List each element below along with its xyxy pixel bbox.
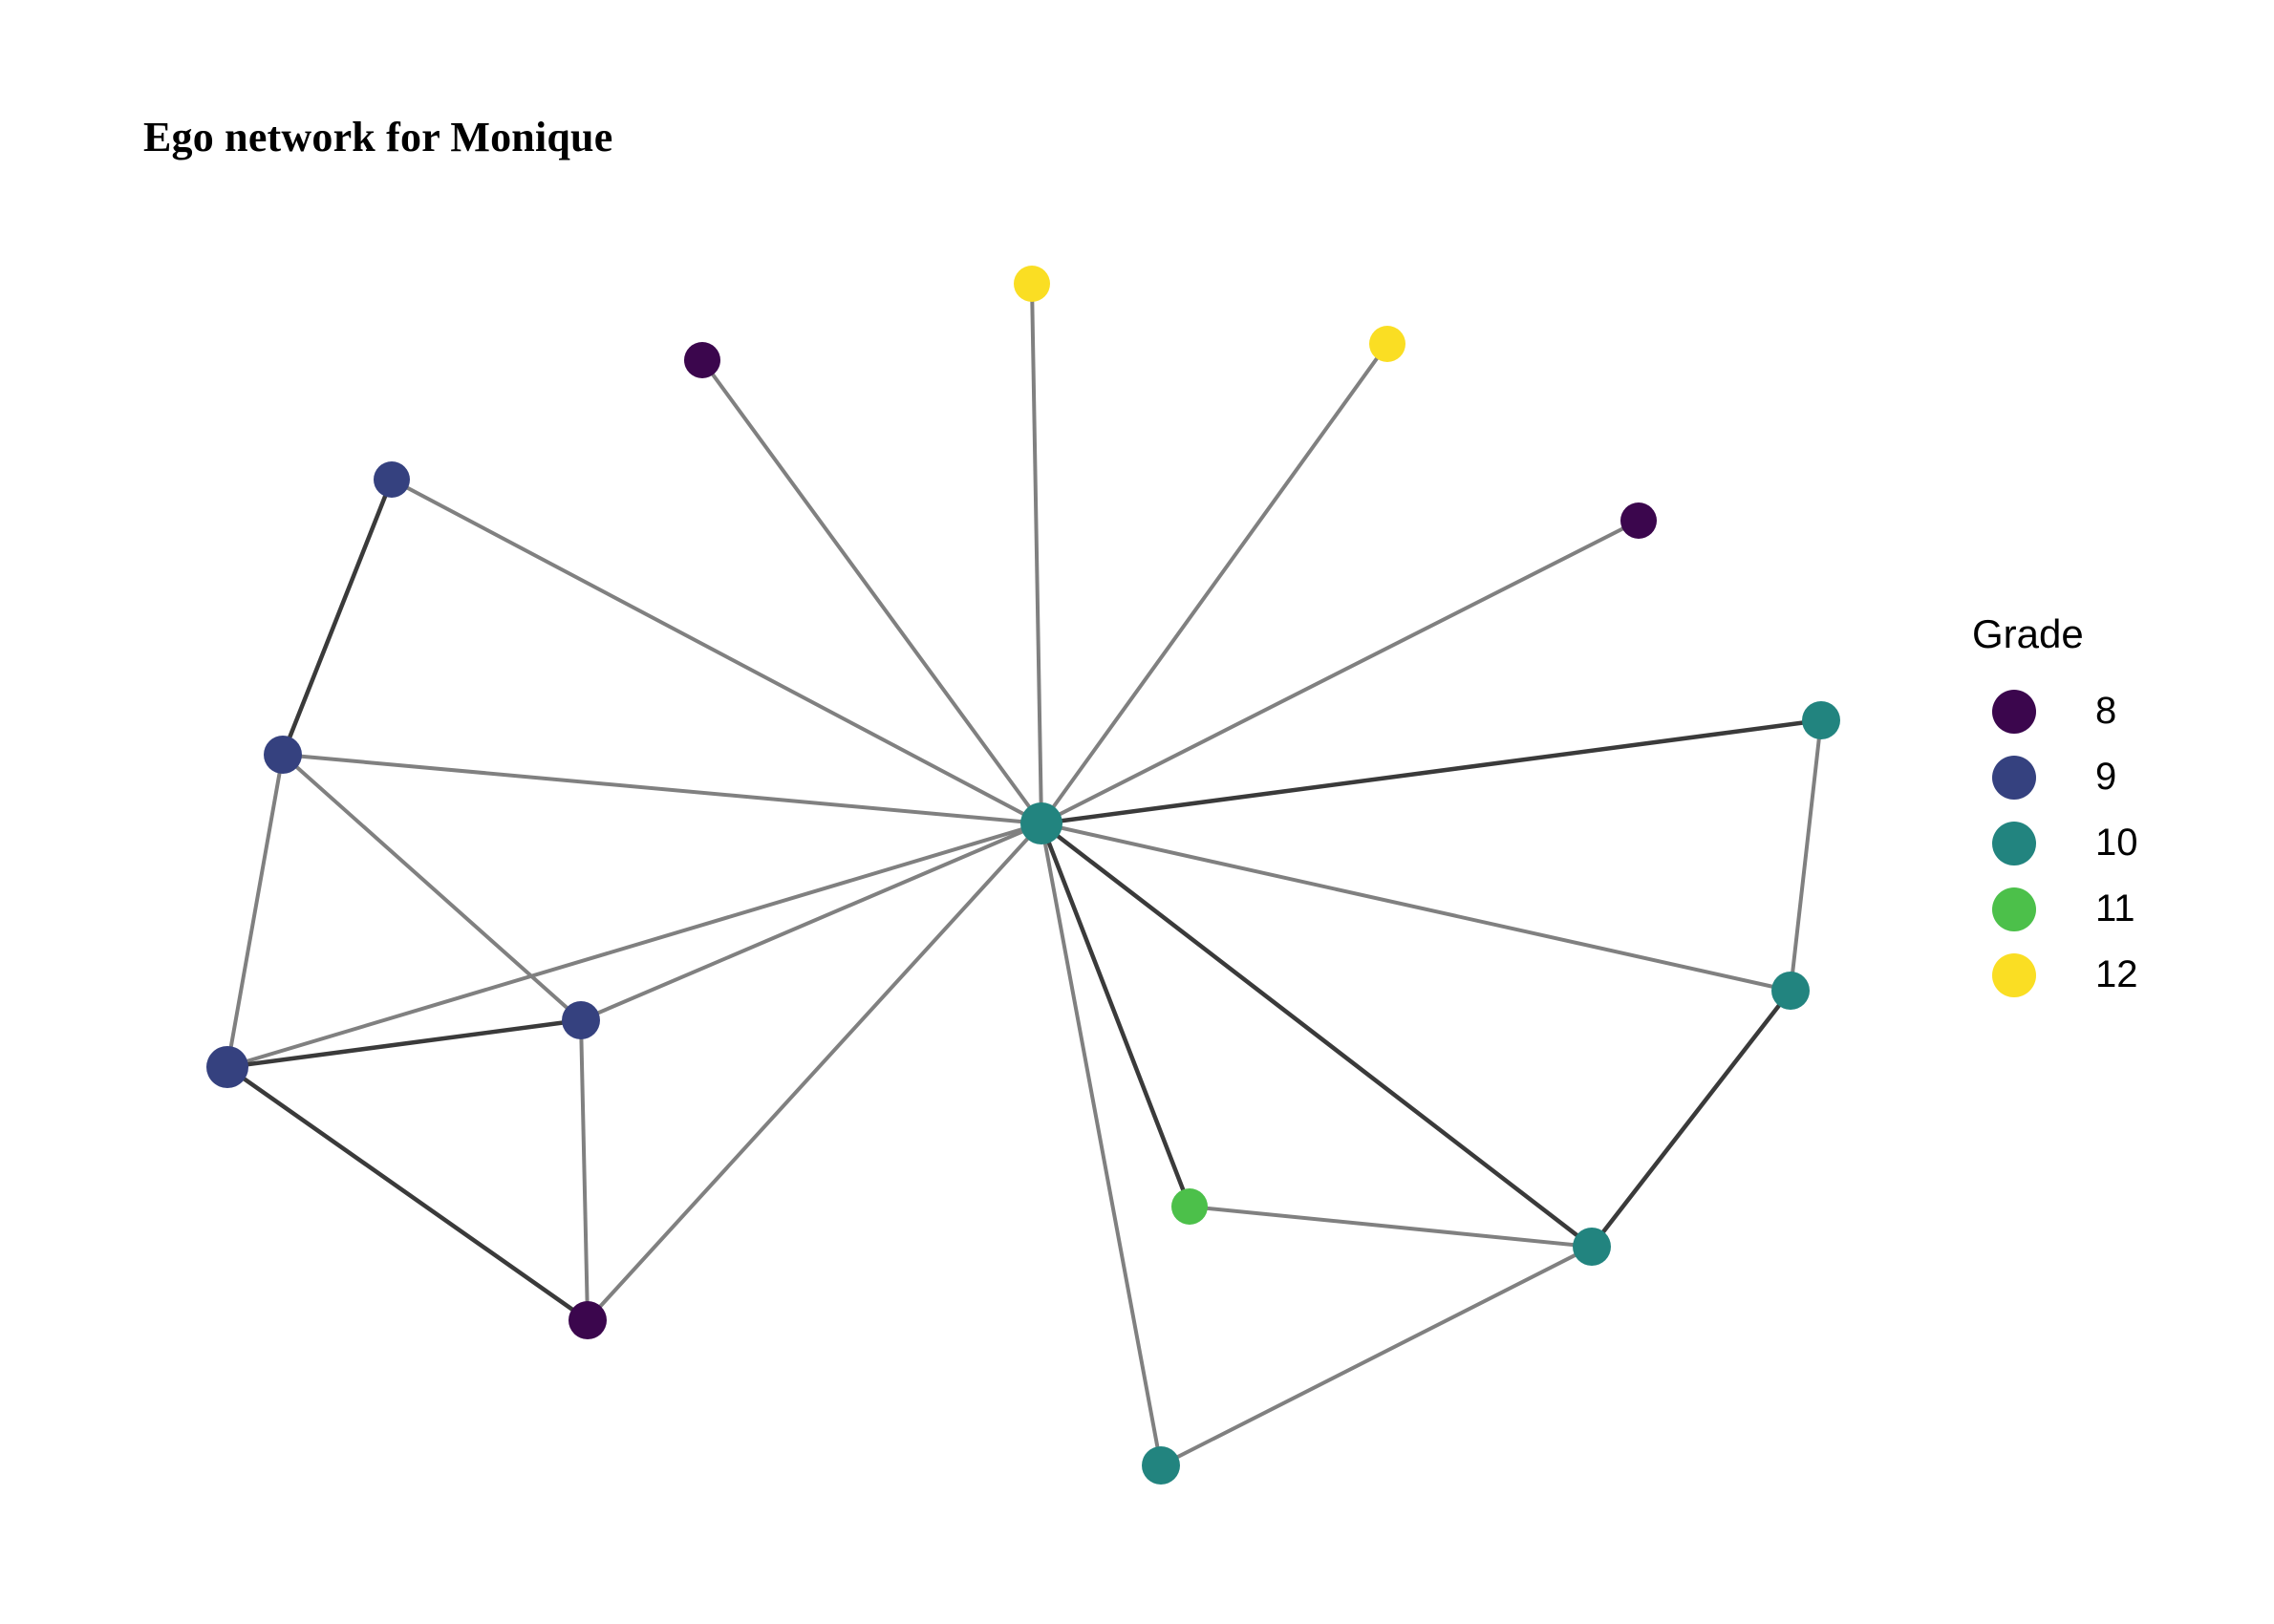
edge-layer [225, 282, 1824, 1467]
network-node[interactable] [1620, 502, 1657, 539]
legend-label: 11 [2095, 887, 2135, 930]
network-node[interactable] [1369, 326, 1405, 362]
network-edge [1589, 988, 1793, 1250]
legend-label: 8 [2095, 690, 2117, 732]
network-edge [586, 822, 1043, 1322]
network-node[interactable] [562, 1001, 600, 1039]
network-edge [1040, 822, 1792, 993]
legend-label: 9 [2095, 756, 2117, 798]
network-node[interactable] [1573, 1228, 1611, 1266]
network-edge [1039, 717, 1824, 826]
legend-swatch-11 [1992, 887, 2036, 931]
legend-item[interactable]: 9 [1959, 744, 2245, 810]
network-edge [390, 478, 1043, 825]
ego-node[interactable] [1020, 802, 1062, 844]
network-edge [225, 822, 1043, 1069]
network-node[interactable] [1014, 266, 1050, 302]
legend-item[interactable]: 10 [1959, 810, 2245, 876]
legend-swatch-8 [1992, 689, 2036, 734]
legend: Grade 8 9 10 11 12 [1959, 611, 2245, 1008]
network-node[interactable] [568, 1301, 607, 1339]
network-edge [1040, 342, 1389, 825]
legend-rows: 8 9 10 11 12 [1959, 678, 2245, 1008]
network-node[interactable] [1171, 1188, 1208, 1225]
network-node[interactable] [1802, 701, 1840, 739]
legend-item[interactable]: 12 [1959, 942, 2245, 1008]
network-node[interactable] [206, 1046, 248, 1088]
legend-swatch-10 [1992, 821, 2036, 865]
node-layer [206, 266, 1840, 1485]
network-edge [281, 753, 583, 1022]
network-edge [1159, 1245, 1594, 1467]
page-title: Ego network for Monique [143, 114, 613, 160]
network-edge [225, 1064, 590, 1323]
network-edge [579, 822, 1043, 1022]
legend-label: 10 [2095, 822, 2138, 864]
network-edge [1789, 718, 1823, 993]
network-edge [579, 1018, 590, 1322]
network-node[interactable] [264, 736, 302, 774]
legend-title: Grade [1972, 611, 2084, 656]
network-edge [1188, 1205, 1594, 1249]
network-edge [1039, 821, 1192, 1209]
network-edge [280, 477, 395, 758]
network-edge [281, 753, 1043, 825]
network-node[interactable] [374, 461, 410, 498]
network-edge [1039, 821, 1595, 1250]
network-node[interactable] [1142, 1446, 1180, 1485]
network-edge [1040, 822, 1163, 1467]
legend-item[interactable]: 8 [1959, 678, 2245, 744]
network-edge [225, 753, 285, 1069]
legend-item[interactable]: 11 [1959, 876, 2245, 942]
network-node[interactable] [1771, 972, 1810, 1010]
legend-swatch-9 [1992, 755, 2036, 800]
network-node[interactable] [684, 342, 720, 378]
legend-label: 12 [2095, 953, 2138, 995]
network-edge [225, 1017, 584, 1070]
network-edge [700, 358, 1043, 825]
network-edge [1030, 282, 1043, 825]
legend-swatch-12 [1992, 952, 2036, 997]
network-edge [1040, 519, 1641, 825]
